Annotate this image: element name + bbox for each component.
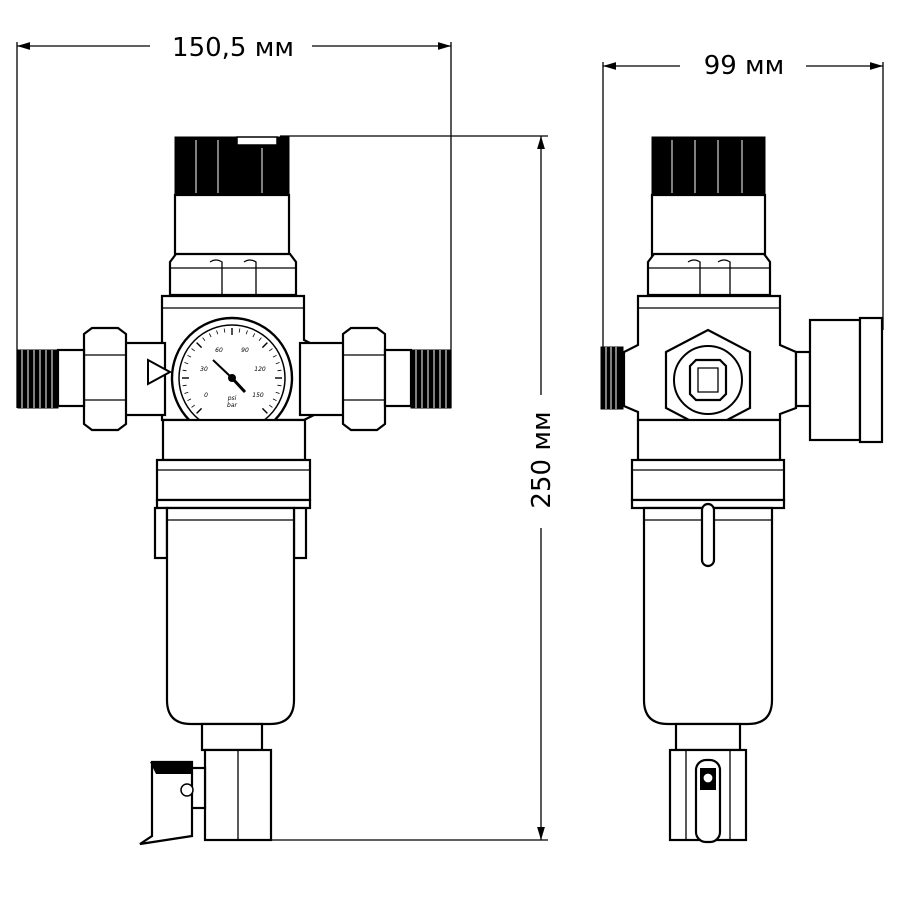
gauge-tick	[187, 398, 192, 402]
gauge-unit-psi: psi	[227, 395, 237, 402]
front-cap	[174, 136, 290, 196]
drain-valve-icon	[139, 760, 207, 846]
gauge-tick	[191, 404, 196, 408]
gauge-tick	[216, 330, 219, 335]
gauge-tick	[261, 342, 268, 349]
gauge-tick	[277, 369, 282, 372]
flow-direction-arrow-icon	[147, 358, 173, 386]
side-view	[600, 136, 884, 844]
gauge-tick	[252, 333, 256, 338]
gauge-tick	[202, 337, 206, 342]
dimension-width-side: 99 мм	[602, 51, 884, 408]
gauge-tick	[184, 391, 189, 394]
gauge-tick	[208, 333, 212, 338]
gauge-tick	[277, 384, 282, 387]
width-front-label: 150,5 мм	[172, 33, 294, 63]
gauge-tick	[258, 337, 262, 342]
gauge-label-30: 30	[200, 366, 208, 373]
front-view: 0 30 60 90 120 150 psi bar	[17, 136, 452, 846]
gauge-tick	[196, 407, 203, 414]
gauge-tick	[182, 369, 187, 372]
front-inlet-thread	[17, 349, 59, 409]
gauge-tick	[245, 330, 248, 335]
gauge-tick	[261, 407, 268, 414]
gauge-unit-bar: bar	[227, 402, 237, 409]
gauge-tick	[272, 398, 277, 402]
dimension-width-front: 150,5 мм	[16, 33, 452, 408]
gauge-tick	[196, 342, 203, 349]
width-side-label: 99 мм	[704, 51, 785, 81]
gauge-tick	[268, 404, 273, 408]
gauge-tick	[187, 354, 192, 358]
gauge-tick	[275, 391, 280, 394]
gauge-label-60: 60	[215, 347, 223, 354]
side-cap	[651, 136, 766, 196]
gauge-tick	[238, 328, 241, 333]
gauge-tick	[223, 328, 226, 333]
gauge-tick	[272, 354, 277, 358]
gauge-label-150: 150	[252, 392, 264, 399]
gauge-tick	[182, 384, 187, 387]
gauge-tick	[184, 362, 189, 365]
gauge-tick	[275, 362, 280, 365]
gauge-tick	[191, 348, 196, 352]
height-label: 250 мм	[527, 411, 557, 508]
dimension-height: 250 мм	[272, 135, 557, 841]
gauge-label-90: 90	[241, 347, 249, 354]
gauge-label-0: 0	[204, 392, 208, 399]
pressure-gauge-icon: 0 30 60 90 120 150 psi bar	[170, 316, 294, 440]
gauge-tick	[268, 348, 273, 352]
gauge-label-120: 120	[254, 366, 266, 373]
front-outlet-thread	[410, 349, 452, 409]
side-drain-handle-icon	[694, 758, 722, 844]
